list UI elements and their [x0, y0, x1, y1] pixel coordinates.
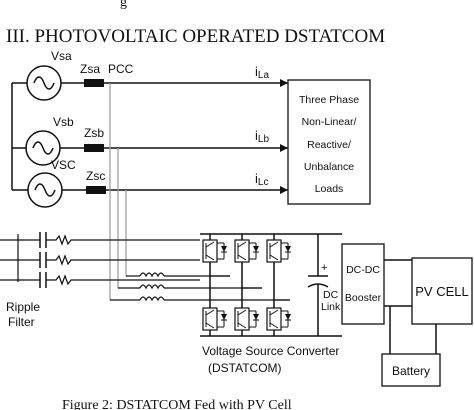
igbt-switch-4 — [202, 307, 227, 331]
current-label-lb: iLb — [255, 128, 269, 145]
ripple-label-2: Filter — [8, 315, 35, 329]
load-box — [287, 79, 371, 205]
load-line-1: Three Phase — [299, 94, 359, 106]
impedance-a — [84, 79, 104, 87]
dc-link-capacitor — [307, 233, 342, 337]
coupling-inductors — [110, 272, 290, 302]
dcdc-booster-box — [341, 243, 385, 325]
vsc-caption-2: (DSTATCOM) — [208, 361, 282, 375]
booster-wiring — [384, 259, 437, 360]
impedance-label-a: Zsa — [80, 62, 100, 76]
igbt-switch-5 — [234, 307, 259, 331]
impedance-label-c: Zsc — [86, 169, 105, 183]
load-line-3: Reactive/ — [307, 139, 351, 151]
booster-label-1: DC-DC — [346, 264, 380, 276]
section-heading: III. PHOTOVOLTAIC OPERATED DSTATCOM — [6, 26, 385, 47]
dc-link-label-1: DC — [323, 289, 339, 301]
ripple-filter — [0, 232, 200, 288]
ripple-label-1: Ripple — [6, 300, 40, 314]
load-current-arrows — [280, 79, 288, 194]
current-label-la: iLa — [255, 64, 269, 81]
igbt-switches — [202, 239, 291, 331]
impedance-b — [84, 144, 104, 152]
battery-label: Battery — [392, 364, 430, 378]
pcc-taps — [109, 83, 127, 300]
source-a: Vsa Zsa — [26, 49, 104, 101]
source-label-a: Vsa — [51, 49, 72, 63]
phase-lines — [104, 82, 288, 191]
impedance-label-b: Zsb — [84, 126, 104, 140]
neutral-bus — [11, 82, 28, 191]
load-line-5: Loads — [315, 183, 344, 195]
igbt-switch-2 — [234, 239, 259, 263]
figure-caption: Figure 2: DSTATCOM Fed with PV Cell — [62, 398, 292, 410]
igbt-switch-6 — [266, 307, 291, 331]
pv-cell-box — [411, 257, 473, 325]
battery-box — [381, 353, 441, 387]
pcc-label: PCC — [108, 62, 134, 76]
source-c: VSC Zsc — [27, 158, 106, 208]
source-b: Vsb Zsb — [25, 115, 104, 166]
booster-label-2: Booster — [345, 292, 382, 304]
dc-link-plus: + — [321, 262, 327, 274]
source-label-c: VSC — [51, 158, 76, 172]
impedance-c — [86, 186, 106, 194]
igbt-switch-3 — [266, 239, 291, 263]
igbt-switch-1 — [202, 239, 227, 263]
source-label-b: Vsb — [53, 115, 74, 129]
vsc-caption-1: Voltage Source Converter — [202, 344, 339, 358]
load-line-2: Non-Linear/ — [302, 116, 357, 128]
dc-link-label-2: Link — [321, 301, 341, 313]
current-label-lc: iLc — [255, 171, 268, 188]
vsc-bridge — [200, 233, 318, 337]
load-line-4: Unbalance — [304, 161, 354, 173]
partial-top-text: g — [120, 0, 127, 10]
pv-cell-label: PV CELL — [415, 284, 468, 299]
